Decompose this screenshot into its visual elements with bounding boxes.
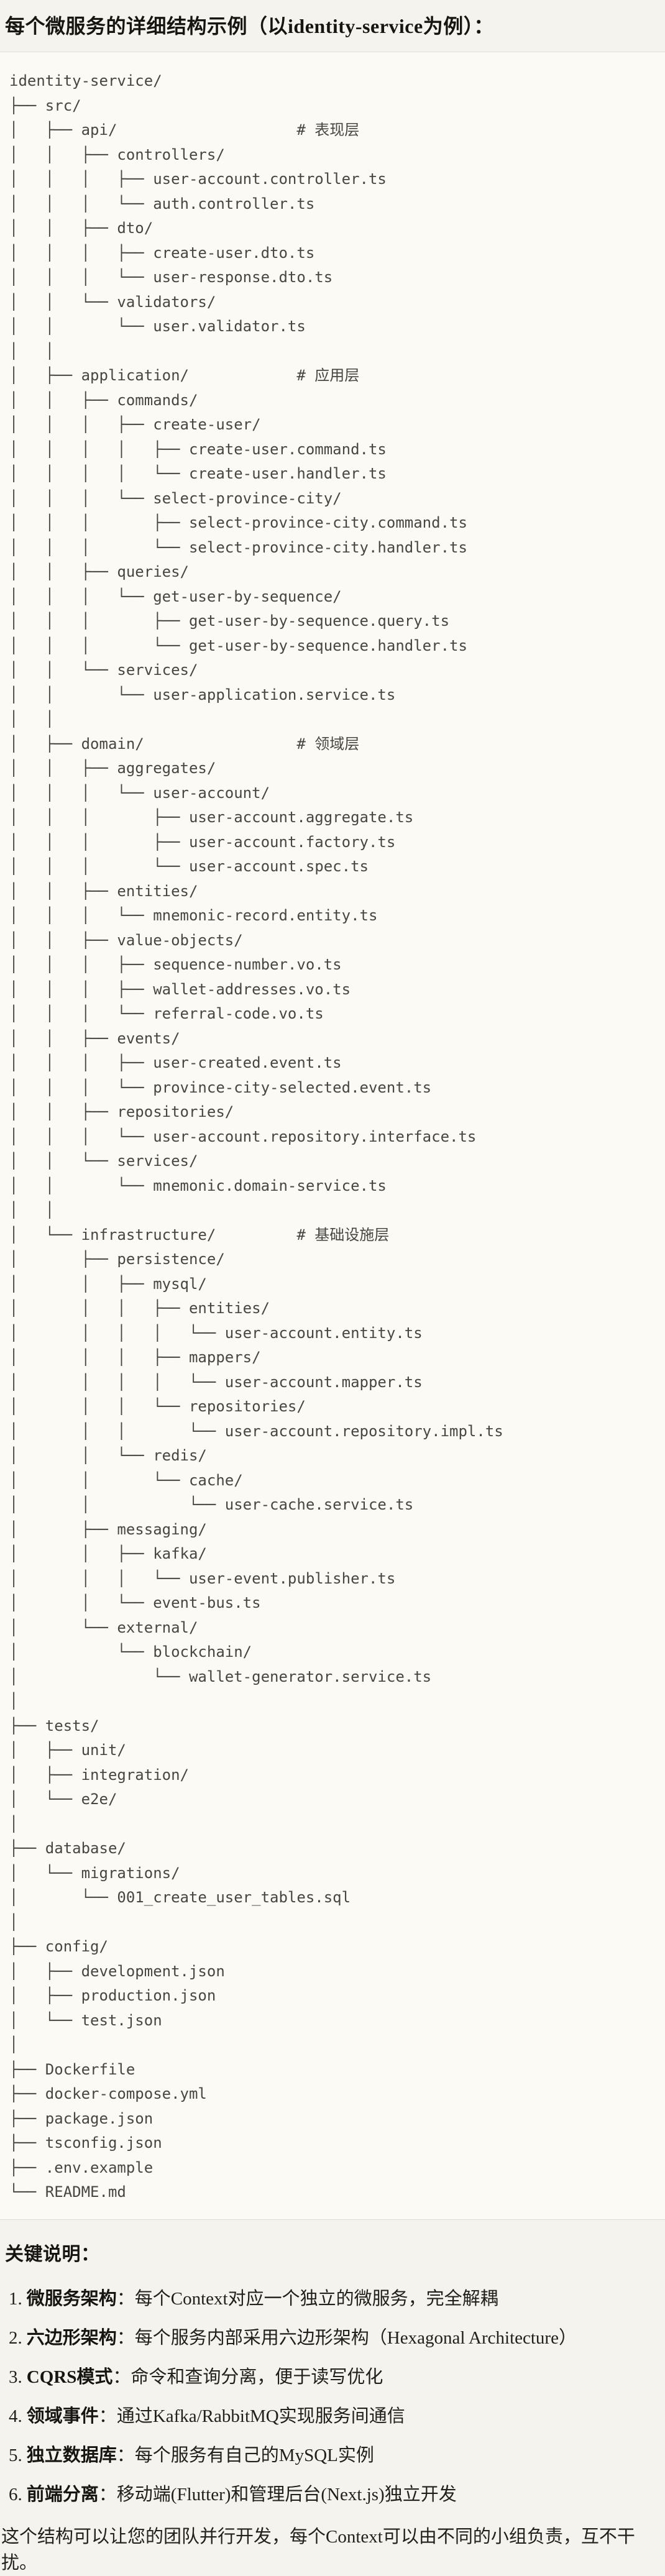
- note-number: 3.: [9, 2367, 22, 2387]
- note-colon: ：: [116, 2288, 135, 2309]
- note-item-cqrs: 3.CQRS模式：命令和查询分离，便于读写优化: [9, 2364, 660, 2390]
- notes-heading: 关键说明：: [5, 2244, 100, 2265]
- note-number: 4.: [9, 2406, 22, 2426]
- note-number: 6.: [9, 2484, 22, 2505]
- note-term: 领域事件: [26, 2406, 99, 2426]
- note-desc: 每个服务内部采用六边形架构（Hexagonal Architecture）: [134, 2327, 577, 2348]
- note-item-domain-events: 4.领域事件：通过Kafka/RabbitMQ实现服务间通信: [9, 2403, 660, 2429]
- note-item-hexagonal: 2.六边形架构：每个服务内部采用六边形架构（Hexagonal Architec…: [9, 2325, 660, 2351]
- note-item-database: 5.独立数据库：每个服务有自己的MySQL实例: [9, 2442, 660, 2468]
- note-number: 1.: [9, 2288, 22, 2309]
- note-colon: ：: [116, 2445, 135, 2465]
- note-number: 5.: [9, 2445, 22, 2465]
- note-desc: 命令和查询分离，便于读写优化: [131, 2367, 383, 2387]
- closing-paragraph: 这个结构可以让您的团队并行开发，每个Context可以由不同的小组负责，互不干扰…: [1, 2526, 635, 2573]
- note-desc: 每个服务有自己的MySQL实例: [134, 2445, 374, 2465]
- note-desc: 每个Context对应一个独立的微服务，完全解耦: [134, 2288, 498, 2309]
- note-term: CQRS模式: [26, 2367, 113, 2387]
- note-item-frontend: 6.前端分离：移动端(Flutter)和管理后台(Next.js)独立开发: [9, 2482, 660, 2508]
- note-number: 2.: [9, 2327, 22, 2348]
- page-title: 每个微服务的详细结构示例（以identity-service为例）：: [5, 15, 494, 37]
- note-term: 前端分离: [26, 2484, 99, 2505]
- note-colon: ：: [116, 2327, 135, 2348]
- key-notes-section: 关键说明： 1.微服务架构：每个Context对应一个独立的微服务，完全解耦 2…: [0, 2242, 665, 2576]
- note-desc: 移动端(Flutter)和管理后台(Next.js)独立开发: [116, 2484, 457, 2505]
- note-term: 微服务架构: [26, 2288, 117, 2309]
- note-colon: ：: [98, 2484, 117, 2505]
- directory-tree: identity-service/ ├── src/ │ ├── api/ # …: [9, 72, 503, 2201]
- note-colon: ：: [112, 2367, 131, 2387]
- note-colon: ：: [98, 2406, 117, 2426]
- directory-tree-code-block: identity-service/ ├── src/ │ ├── api/ # …: [0, 52, 665, 2220]
- note-term: 独立数据库: [26, 2445, 117, 2465]
- note-term: 六边形架构: [26, 2327, 117, 2348]
- note-item-microservice: 1.微服务架构：每个Context对应一个独立的微服务，完全解耦: [9, 2286, 660, 2312]
- note-desc: 通过Kafka/RabbitMQ实现服务间通信: [116, 2406, 405, 2426]
